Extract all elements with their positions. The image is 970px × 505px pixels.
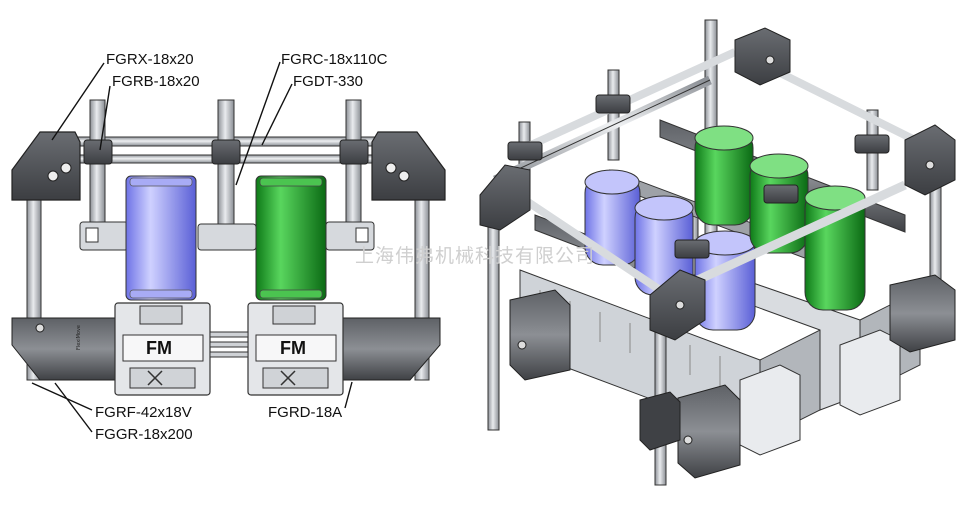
- guide-post-left: [89, 99, 106, 231]
- iso-corner-bracket: [734, 27, 791, 86]
- svg-text:FlexiMove: FlexiMove: [76, 325, 82, 350]
- bolt-icon: [675, 300, 685, 310]
- iso-side-profile: [677, 384, 741, 479]
- conveyor-module-right: [247, 302, 344, 396]
- rail-holder-center: [197, 223, 257, 251]
- corner-bracket-left: [11, 131, 81, 201]
- blue-can: [125, 175, 197, 301]
- label-fggr: FGGR-18x200: [95, 426, 193, 443]
- leader-lines: [31, 61, 353, 433]
- label-fgrd: FGRD-18A: [268, 404, 342, 421]
- green-can: [255, 175, 327, 301]
- isometric-view-diagram: [479, 19, 956, 486]
- label-fgrf: FGRF-42x18V: [95, 404, 192, 421]
- iso-corner-bracket: [904, 124, 956, 196]
- iso-corner-bracket: [479, 164, 531, 231]
- iso-side-profile: [889, 274, 956, 353]
- bolt-icon: [925, 160, 935, 170]
- bolt-icon: [398, 170, 410, 182]
- bolt-icon: [35, 323, 45, 333]
- side-profile-right: [339, 317, 441, 381]
- module-label-left: FM: [146, 338, 172, 358]
- bolt-icon: [517, 340, 527, 350]
- bolt-icon: [47, 170, 59, 182]
- label-fgrx: FGRX-18x20: [106, 51, 194, 68]
- bolt-icon: [765, 55, 775, 65]
- bolt-icon: [683, 435, 693, 445]
- bolt-icon: [60, 162, 72, 174]
- corner-bracket-right: [371, 131, 446, 201]
- iso-green-cans: [694, 125, 866, 311]
- front-view-diagram: FlexiMove FM FM: [11, 51, 446, 443]
- conveyor-module-left: [114, 302, 211, 396]
- post-clamp-left: [83, 139, 113, 165]
- label-fgrb: FGRB-18x20: [112, 73, 200, 90]
- side-profile-left: [11, 317, 116, 381]
- guide-post-center: [217, 99, 235, 241]
- watermark-text: 上海伟弗机械科技有限公司: [355, 245, 595, 267]
- iso-top-rod-front: [663, 180, 907, 300]
- post-clamp-center: [211, 139, 241, 165]
- guide-post-right: [345, 99, 362, 231]
- module-label-right: FM: [280, 338, 306, 358]
- label-fgdt: FGDT-330: [293, 73, 363, 90]
- post-clamp-right: [339, 139, 369, 165]
- label-fgrc: FGRC-18x110C: [281, 51, 388, 68]
- iso-side-profile: [509, 289, 571, 381]
- iso-post-front-left: [487, 199, 500, 431]
- bolt-icon: [385, 162, 397, 174]
